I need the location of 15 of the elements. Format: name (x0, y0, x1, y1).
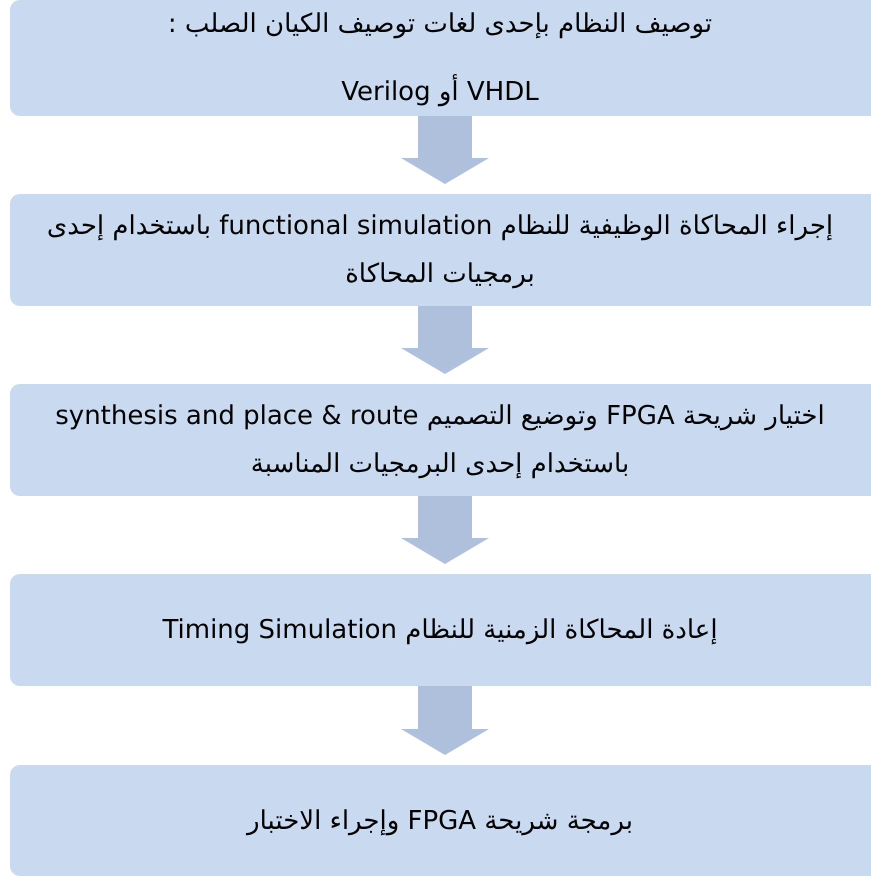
step-text: توصيف النظام بإحدى لغات توصيف الكيان الصلب : (166, 8, 714, 41)
block-arrow (401, 686, 489, 755)
process-box (10, 765, 871, 876)
block-arrow (401, 116, 489, 184)
step-text: اختيار شريحة FPGA وتوضيع التصميم synthesis and place & route باستخدام إحدى البرمجيات المناسبة (54, 400, 826, 481)
step-text: إجراء المحاكاة الوظيفية للنظام functional simulation باستخدام إحدى برمجيات المحاكاة (46, 210, 834, 291)
step-text: برمجة شريحة FPGA وإجراء الاختبار (244, 804, 634, 838)
process-box (10, 0, 871, 116)
process-box (10, 574, 871, 686)
process-box (10, 384, 871, 496)
process-box (10, 194, 871, 306)
step-text: VHDL أو Verilog (20, 68, 860, 116)
block-arrow (401, 496, 489, 564)
block-arrow (401, 306, 489, 374)
step-text: إعادة المحاكاة الزمنية للنظام Timing Simulation (161, 614, 719, 647)
